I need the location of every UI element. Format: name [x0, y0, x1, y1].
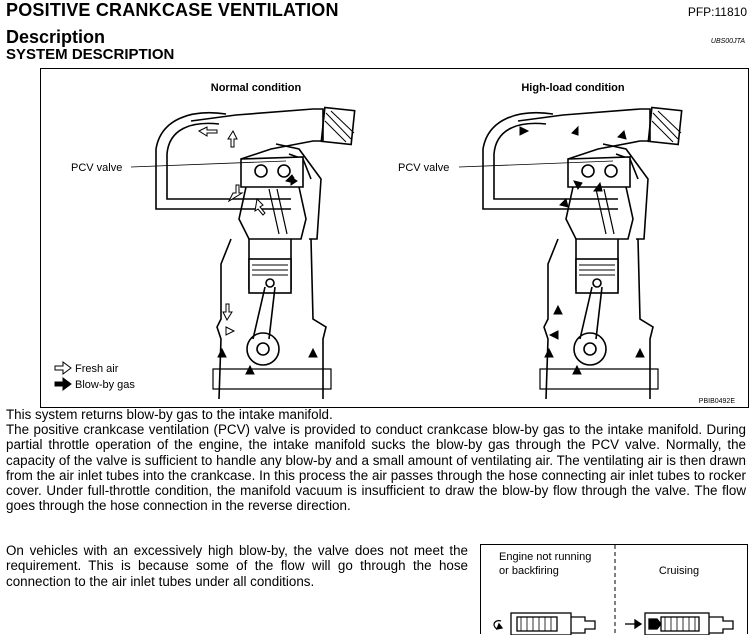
paragraph-description: The positive crankcase ventilation (PCV)…	[6, 422, 746, 514]
part-number: PFP:11810	[687, 5, 747, 19]
inset-left-label-line2: or backfiring	[499, 565, 559, 577]
pcv-leader-left	[130, 160, 287, 168]
fresh-air-legend-arrow	[54, 361, 72, 375]
fresh-air-arrows-normal	[197, 126, 266, 336]
legend-fresh-air: Fresh air	[75, 363, 119, 375]
reference-code: UBS00JTA	[710, 38, 745, 45]
normal-condition-title: Normal condition	[211, 82, 302, 94]
engine-high-load	[482, 106, 683, 400]
high-load-condition-title: High-load condition	[521, 82, 625, 94]
pcv-leader-right	[458, 160, 614, 168]
pcv-diagram: Normal condition High-load condition	[40, 68, 749, 408]
blow-by-legend-arrow	[54, 377, 72, 391]
pcv-valve-label-right: PCV valve	[398, 162, 449, 174]
pcv-valve-cruising	[625, 612, 734, 635]
legend-blow-by: Blow-by gas	[75, 379, 135, 391]
engine-normal	[155, 106, 356, 400]
figure-code: PBIB0492E	[699, 398, 736, 405]
pcv-valve-closed	[493, 612, 596, 635]
pcv-valve-inset: Engine not running or backfiring Cruisin…	[480, 544, 748, 635]
paragraph-high-blowby: On vehicles with an excessively high blo…	[6, 543, 468, 589]
subsection-heading: SYSTEM DESCRIPTION	[6, 46, 175, 63]
inset-left-label-line1: Engine not running	[499, 551, 591, 563]
inset-right-label: Cruising	[659, 565, 699, 577]
pcv-diagram-drawing: Normal condition High-load condition	[54, 82, 736, 405]
page-title: POSITIVE CRANKCASE VENTILATION	[6, 0, 339, 20]
pcv-valve-inset-drawing: Engine not running or backfiring Cruisin…	[493, 545, 734, 635]
section-heading: Description	[6, 27, 106, 47]
paragraph-intro: This system returns blow-by gas to the i…	[6, 407, 333, 422]
blow-by-arrows-normal	[217, 174, 318, 375]
blow-by-arrows-high-load	[519, 125, 645, 375]
pcv-valve-label-left: PCV valve	[71, 162, 122, 174]
